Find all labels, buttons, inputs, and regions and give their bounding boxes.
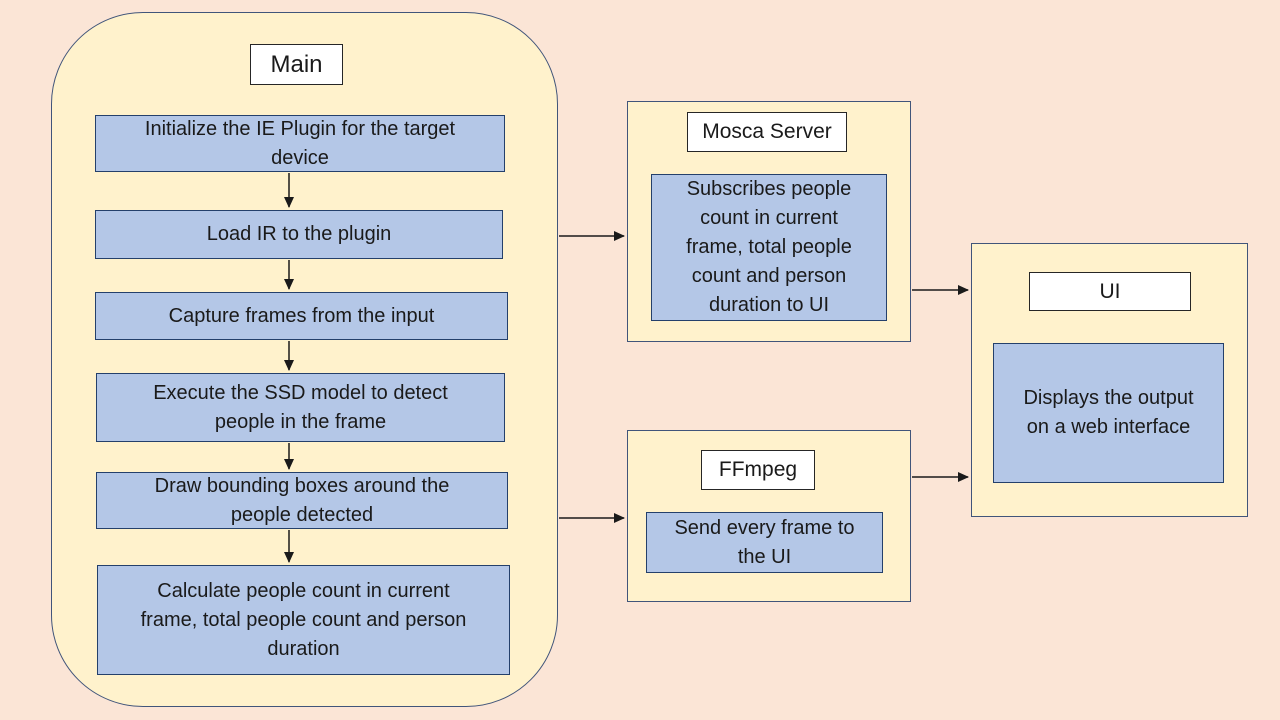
step-calculate-count: Calculate people count in current frame,… <box>97 565 510 675</box>
main-title: Main <box>250 44 343 85</box>
mosca-server-title: Mosca Server <box>687 112 847 152</box>
step-capture-frames: Capture frames from the input <box>95 292 508 340</box>
step-load-ir: Load IR to the plugin <box>95 210 503 259</box>
step-initialize-plugin: Initialize the IE Plugin for the target … <box>95 115 505 172</box>
ui-title: UI <box>1029 272 1191 311</box>
ui-task: Displays the output on a web interface <box>993 343 1224 483</box>
ffmpeg-title: FFmpeg <box>701 450 815 490</box>
step-draw-boxes: Draw bounding boxes around the people de… <box>96 472 508 529</box>
step-execute-ssd: Execute the SSD model to detect people i… <box>96 373 505 442</box>
mosca-server-task: Subscribes people count in current frame… <box>651 174 887 321</box>
ffmpeg-task: Send every frame to the UI <box>646 512 883 573</box>
